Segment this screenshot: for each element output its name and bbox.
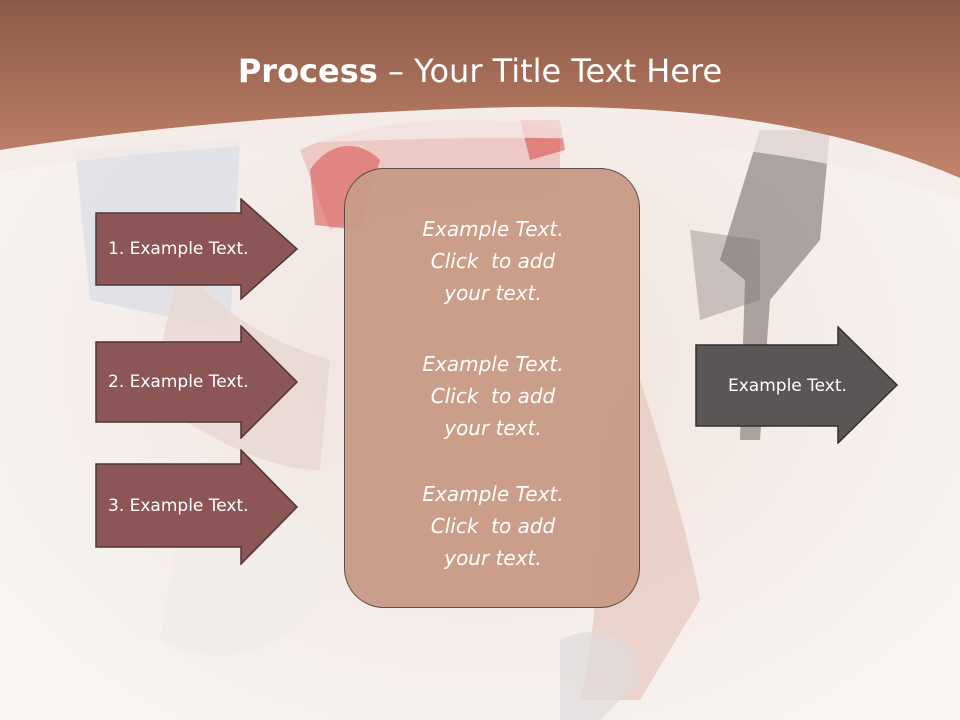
right-arrow-label: Example Text. — [728, 375, 847, 396]
left-arrow-3[interactable]: 3. Example Text. — [95, 449, 300, 565]
left-arrow-1[interactable]: 1. Example Text. — [95, 198, 300, 300]
arrow-shape — [95, 198, 299, 300]
left-arrow-1-label: 1. Example Text. — [108, 239, 249, 259]
text-block-3: Example Text. Click to add your text. — [345, 478, 641, 574]
text-block-1: Example Text. Click to add your text. — [345, 213, 641, 309]
left-arrow-3-label: 3. Example Text. — [108, 495, 249, 516]
left-arrow-2-label: 2. Example Text. — [108, 372, 249, 392]
text-line: Click to add — [430, 514, 556, 538]
text-block-2: Example Text. Click to add your text. — [345, 348, 641, 444]
center-text-box[interactable]: Example Text. Click to add your text. Ex… — [344, 168, 640, 608]
text-line: your text. — [444, 546, 542, 570]
text-line: Example Text. — [422, 217, 564, 241]
title-rest: – Your Title Text Here — [377, 52, 723, 90]
text-line: Example Text. — [422, 352, 564, 376]
text-line: Click to add — [430, 249, 556, 273]
slide-title: Process – Your Title Text Here — [0, 52, 960, 90]
left-arrow-2[interactable]: 2. Example Text. — [95, 325, 300, 439]
right-arrow[interactable]: Example Text. — [695, 326, 900, 444]
arrow-shape — [695, 326, 899, 444]
text-line: your text. — [444, 416, 542, 440]
arrow-shape — [95, 449, 299, 565]
arrow-shape — [95, 325, 299, 439]
text-line: Example Text. — [422, 482, 564, 506]
title-bold: Process — [237, 52, 378, 90]
text-line: Click to add — [430, 384, 556, 408]
text-line: your text. — [444, 281, 542, 305]
